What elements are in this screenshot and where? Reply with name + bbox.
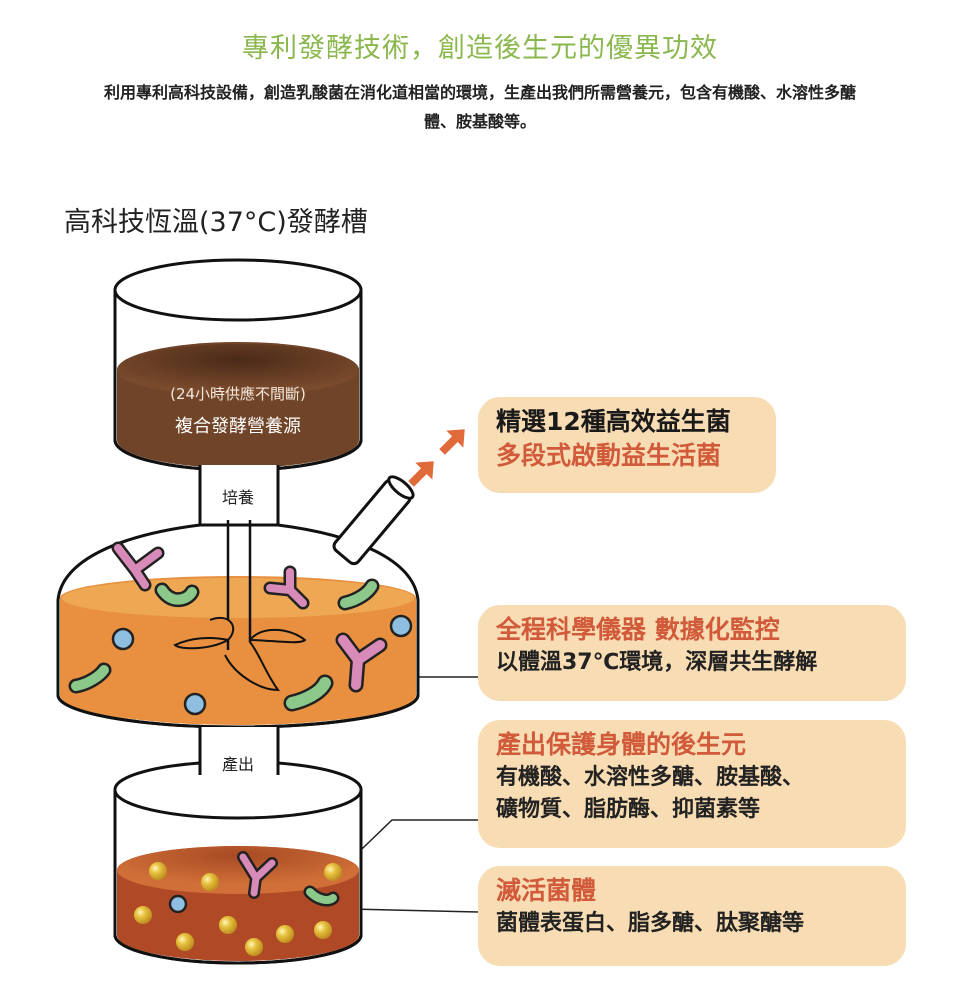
inoculation-arrows-icon xyxy=(408,429,465,487)
product-tank xyxy=(113,761,363,965)
nutrient-tank: (24小時供應不間斷) 複合發酵營養源 xyxy=(113,258,363,472)
intro-line: 體、胺基酸等。 xyxy=(423,112,536,131)
tank-label: 複合發酵營養源 xyxy=(175,416,301,437)
callout-body: 以體溫37℃環境，深層共生酵解 xyxy=(496,650,818,675)
callout-subheading: 多段式啟動益生活菌 xyxy=(496,441,722,470)
diagram-title: 高科技恆溫(37°C)發酵槽 xyxy=(64,207,368,238)
callout-monitoring: 全程科學儀器 數據化監控 以體溫37℃環境，深層共生酵解 xyxy=(478,605,906,701)
callout-postbiotics: 產出保護身體的後生元 有機酸、水溶性多醣、胺基酸、 礦物質、脂肪酶、抑菌素等 xyxy=(478,720,906,848)
callout-body: 礦物質、脂肪酶、抑菌素等 xyxy=(496,797,761,822)
output-label: 產出 xyxy=(222,755,254,774)
callout-heading: 全程科學儀器 數據化監控 xyxy=(496,615,780,644)
output-neck: 產出 xyxy=(198,727,280,777)
fermentation-vessel xyxy=(56,475,420,729)
intro-text: 利用專利高科技設備，創造乳酸菌在消化道相當的環境，生產出我們所需營養元，包含有機… xyxy=(20,78,940,136)
callout-inactivated-bacteria: 滅活菌體 菌體表蛋白、脂多醣、肽聚醣等 xyxy=(478,866,906,966)
culture-label: 培養 xyxy=(222,488,254,507)
callout-body: 菌體表蛋白、脂多醣、肽聚醣等 xyxy=(496,911,805,936)
callout-body: 有機酸、水溶性多醣、胺基酸、 xyxy=(496,765,805,790)
inlet-tube xyxy=(332,475,415,566)
tank-note: (24小時供應不間斷) xyxy=(170,385,306,403)
intro-line: 利用專利高科技設備，創造乳酸菌在消化道相當的環境，生產出我們所需營養元，包含有機… xyxy=(103,83,856,102)
page-title: 專利發酵技術，創造後生元的優異功效 xyxy=(242,33,718,64)
culture-neck: 培養 xyxy=(198,465,280,535)
callout-probiotics: 精選12種高效益生菌 多段式啟動益生活菌 xyxy=(478,397,776,493)
callout-heading: 精選12種高效益生菌 xyxy=(496,407,731,436)
callout-heading: 滅活菌體 xyxy=(496,876,597,905)
callout-heading: 產出保護身體的後生元 xyxy=(496,730,747,759)
